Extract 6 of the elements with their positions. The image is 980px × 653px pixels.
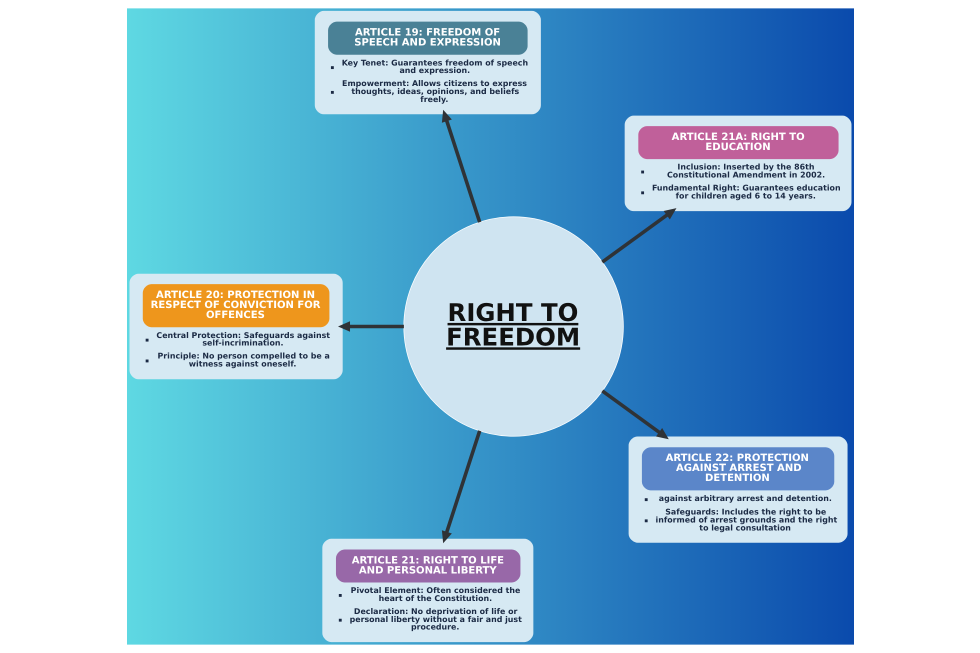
arrow	[600, 390, 668, 440]
arrow	[441, 110, 481, 223]
node-circle: RIGHT TO FREEDOM	[402, 216, 624, 437]
arrow	[441, 430, 481, 544]
arrow	[338, 321, 404, 332]
arrow	[600, 208, 676, 264]
